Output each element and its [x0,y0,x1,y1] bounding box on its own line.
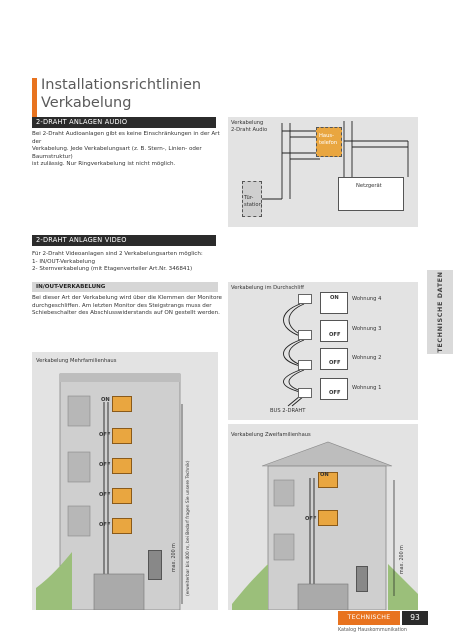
zweifamilienhaus-label: Verkabelung Zweifamilienhaus [231,432,311,438]
inout-text-line-3: Schiebeschalter des Abschlusswiderstands… [32,310,220,317]
bus-label: BUS 2-DRAHT [270,408,306,414]
wohnung-1-label: Wohnung 1 [352,385,382,391]
zweifamilienhaus-drawing [232,441,418,610]
haustelefon-label: Haus- telefon [319,133,337,146]
switch-3-label: OFF [329,332,341,338]
footer-section-label: TECHNISCHE DATEN [338,611,400,635]
haustelefon-label-line-2: telefon [319,139,338,146]
haustelefon-label-line-1: Haus- [319,133,334,139]
durchschliff-label: Verkabelung im Durchschliff [231,285,304,291]
terminal-block-4 [298,294,312,304]
video-section-intro: Für 2-Draht Videoanlagen sind 2 Verkabel… [32,251,222,274]
zweifamilien-on-label: ON [320,472,329,478]
audio-section-heading: 2-DRAHT ANLAGEN AUDIO [32,117,216,128]
audio-section-text: Bei 2-Draht Audioanlagen gibt es keine E… [32,131,222,169]
page-title: Installationsrichtlinien Verkabelung [41,76,201,112]
zweifamilien-monitor-upper [318,472,338,488]
terminal-block-1 [298,388,312,398]
mehrfamilien-off-label-3: OFF [99,432,111,438]
max-200-label: max. 200 m [172,543,177,572]
tuerstation-label: Tür- station [244,195,262,208]
inout-heading: IN/OUT-VERKABELUNG [32,282,218,292]
side-tab-label: TECHNISCHE DATEN [436,271,444,353]
inout-text: Bei dieser Art der Verkabelung wird über… [32,295,222,318]
haustelefon-box [316,127,342,157]
video-section-heading: 2-DRAHT ANLAGEN VIDEO [32,235,216,246]
video-intro-line-1: Für 2-Draht Videoanlagen sind 2 Verkabel… [32,251,203,257]
video-monitor-2 [112,458,132,474]
monitor-switch-1 [320,378,348,400]
video-intro-line-2: 1- IN/OUT-Verkabelung [32,258,96,265]
zweifamilien-off-label: OFF [305,516,317,522]
audio-diagram-label-line-2: 2-Draht Audio [231,126,268,133]
mehrfamilien-off-label-1: OFF [99,492,111,498]
monitor-switch-3 [320,320,348,342]
tuerstation-box [242,181,262,217]
video-monitor-1 [112,488,132,504]
audio-diagram-label: Verkabelung 2-Draht Audio [231,120,267,133]
page-title-line-2: Verkabelung [41,95,132,111]
erweiterbar-label: (erweiterbar bis 400 m, bei Bedarf frage… [186,460,191,596]
page-title-line-1: Installationsrichtlinien [41,77,202,93]
wohnung-4-label: Wohnung 4 [352,296,382,302]
audio-text-line-3: ist zulässig. Nur Ringverkabelung ist ni… [32,161,176,168]
outdoor-station [148,550,162,580]
netzgeraet-label: Netzgerät [356,183,382,189]
video-monitor-0 [112,518,132,534]
wohnung-3-label: Wohnung 3 [352,326,382,332]
zweifamilien-outdoor-station [356,566,368,592]
tuerstation-label-line-1: Tür- [244,195,254,201]
video-intro-line-3: 2- Sternverkabelung (mit Etagenverteiler… [32,266,193,273]
monitor-switch-4 [320,292,348,314]
footer-catalog-label: Katalog Hauskommunikation [338,628,407,633]
audio-text-line-2: Verkabelung. Jede Verkabelungsart (z. B.… [32,146,202,160]
audio-text-line-1: Bei 2-Draht Audioanlagen gibt es keine E… [32,131,220,145]
zweifamilienhaus-panel: Verkabelung Zweifamilienhaus ON OFF max.… [228,424,418,610]
video-monitor-3 [112,428,132,444]
side-tab-technische-daten: TECHNISCHE DATEN [427,270,453,354]
inout-text-line-2: durchgeschliffen. Am letzten Monitor des… [32,302,212,309]
wohnung-2-label: Wohnung 2 [352,355,382,361]
switch-1-label: OFF [329,390,341,396]
netzgeraet-box [338,177,404,211]
title-accent-bar [32,78,37,118]
zweifamilien-monitor-lower [318,510,338,526]
mehrfamilien-off-label-2: OFF [99,462,111,468]
mehrfamilien-off-label-0: OFF [99,522,111,528]
switch-4-label: ON [330,295,339,301]
durchschliff-diagram: Verkabelung im Durchschliff ON Wohnung 4… [228,282,418,420]
mehrfamilienhaus-label: Verkabelung Mehrfamilienhaus [36,358,117,364]
switch-2-label: OFF [329,360,341,366]
terminal-block-3 [298,330,312,340]
zweifamilien-max-200-label: max. 200 m [400,545,405,574]
video-monitor-4 [112,396,132,412]
audio-wiring-diagram: Verkabelung 2-Draht Audio Haus- telefon … [228,117,418,227]
mehrfamilien-on-label: ON [101,397,110,403]
monitor-switch-2 [320,348,348,370]
tuerstation-label-line-2: station [244,201,262,208]
inout-text-line-1: Bei dieser Art der Verkabelung wird über… [32,295,223,301]
terminal-block-2 [298,360,312,370]
page-number: 93 [402,611,428,625]
mehrfamilienhaus-panel: Verkabelung Mehrfamilienhaus ON OFF OFF … [32,352,218,610]
audio-diagram-label-line-1: Verkabelung [231,120,264,126]
